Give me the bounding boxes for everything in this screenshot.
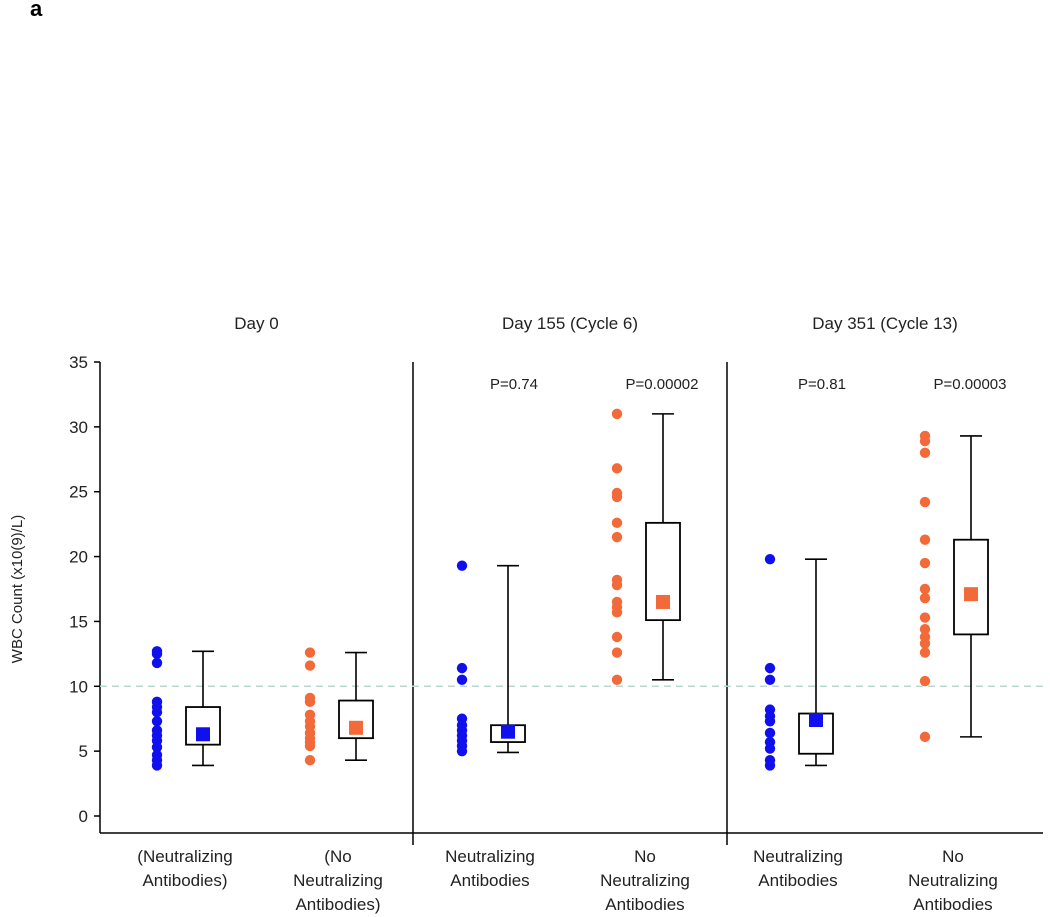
data-point [151, 657, 163, 669]
data-point [611, 631, 623, 643]
category-label: (Neutralizing [137, 847, 232, 866]
data-point [919, 731, 931, 743]
y-tick-label: 30 [69, 418, 88, 437]
box-iqr [953, 538, 989, 636]
p-value-label: P=0.00003 [934, 376, 1007, 393]
data-point [764, 662, 776, 674]
mean-marker [501, 724, 515, 739]
data-point [764, 553, 776, 565]
data-point [764, 743, 776, 754]
p-value-label: P=0.81 [798, 376, 846, 393]
data-point [611, 647, 623, 658]
panel-title: Day 351 (Cycle 13) [812, 314, 958, 333]
data-point [919, 647, 931, 658]
panel-letter: a [30, 0, 43, 21]
y-axis-label: WBC Count (x10(9)/L) [9, 515, 26, 663]
category-label: No [634, 847, 656, 866]
data-point [456, 745, 468, 757]
data-point [919, 435, 931, 447]
mean-marker [964, 587, 978, 602]
y-tick-label: 20 [69, 548, 88, 567]
data-point [611, 517, 623, 529]
mean-marker [196, 727, 210, 742]
data-point [456, 662, 468, 674]
category-label: No [942, 847, 964, 866]
data-point [611, 607, 623, 618]
data-point [919, 624, 931, 635]
data-point [151, 648, 163, 660]
data-point [151, 742, 163, 753]
data-point [919, 612, 931, 623]
data-point [611, 531, 623, 543]
data-point [304, 696, 316, 708]
mean-marker [809, 713, 823, 728]
category-label: Antibodies [758, 871, 837, 890]
category-label: Antibodies [450, 871, 529, 890]
y-tick-label: 35 [69, 353, 88, 372]
category-label: Neutralizing [600, 871, 690, 890]
data-point [611, 463, 623, 474]
y-tick-label: 15 [69, 612, 88, 631]
data-point [919, 557, 931, 569]
y-tick-label: 10 [69, 677, 88, 696]
p-value-label: P=0.00002 [626, 376, 699, 393]
category-label: (No [324, 847, 351, 866]
category-label: Neutralizing [445, 847, 535, 866]
data-point [919, 592, 931, 604]
y-tick-label: 5 [79, 742, 88, 761]
y-tick-label: 0 [79, 807, 88, 826]
panel-title: Day 155 (Cycle 6) [502, 314, 638, 333]
category-label: Neutralizing [753, 847, 843, 866]
data-point [456, 674, 468, 685]
data-point [151, 760, 163, 771]
data-point [764, 727, 776, 739]
data-point [151, 716, 163, 727]
y-tick-label: 25 [69, 483, 88, 502]
data-point [611, 408, 623, 420]
category-label: Antibodies) [142, 871, 227, 890]
data-point [611, 579, 623, 591]
p-value-label: P=0.74 [490, 376, 538, 393]
category-label: Antibodies [605, 895, 684, 914]
category-label: Antibodies [913, 895, 992, 914]
data-point [304, 660, 316, 671]
data-point [304, 755, 316, 766]
panel-title: Day 0 [234, 314, 278, 333]
category-label: Antibodies) [295, 895, 380, 914]
data-point [919, 534, 931, 545]
data-point [764, 674, 776, 685]
data-point [304, 740, 316, 752]
mean-marker [656, 594, 670, 609]
mean-marker [349, 720, 363, 735]
data-point [764, 760, 776, 771]
data-point [919, 447, 931, 458]
data-point [764, 716, 776, 727]
data-point [611, 491, 623, 503]
category-label: Neutralizing [293, 871, 383, 890]
data-point [919, 496, 931, 508]
data-point [919, 638, 931, 649]
data-point [151, 707, 163, 718]
data-point [919, 583, 931, 595]
category-label: Neutralizing [908, 871, 998, 890]
data-point [611, 674, 623, 685]
data-point [919, 675, 931, 687]
data-point [304, 647, 316, 658]
data-point [456, 560, 468, 571]
